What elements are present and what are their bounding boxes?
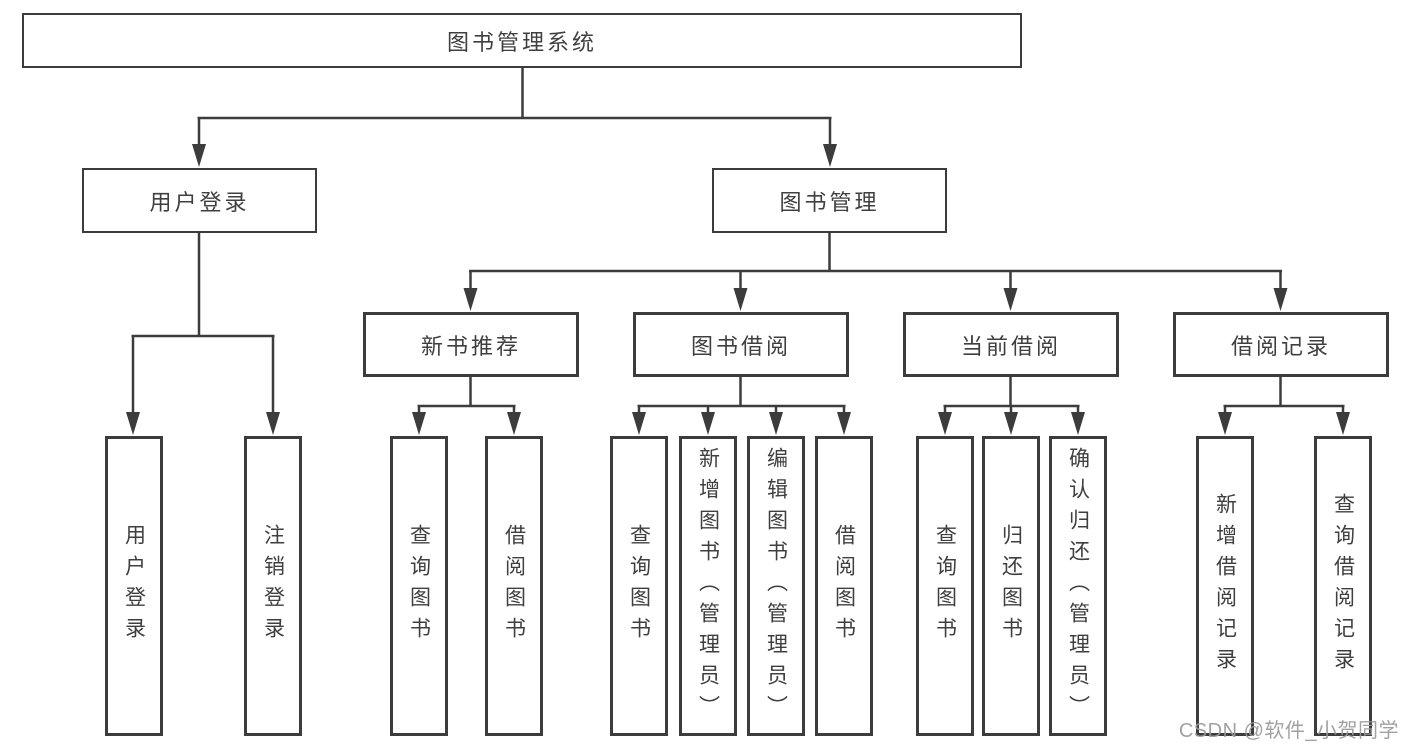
leaf-label: 查询图书 [627, 524, 651, 648]
node-user-login: 用户登录 [82, 168, 317, 233]
leaf-label: 注销登录 [261, 524, 285, 648]
wires-book-management-children [463, 233, 1288, 311]
leaf-return-book: 归还图书 [982, 436, 1040, 736]
node-borrowing-records: 借阅记录 [1173, 312, 1389, 377]
wires-book-borrow-children [632, 377, 851, 435]
node-label: 图书管理 [779, 189, 880, 215]
node-label: 新书推荐 [420, 333, 521, 359]
leaf-query-books-borrowing: 查询图书 [610, 436, 668, 736]
leaf-label: 查询借阅记录 [1331, 493, 1355, 679]
wires-user-login-children [126, 233, 280, 435]
node-label: 图书借阅 [690, 333, 791, 359]
leaf-user-login: 用户登录 [105, 436, 163, 736]
leaf-logout: 注销登录 [244, 436, 302, 736]
leaf-add-book-admin: 新增图书（管理员） [679, 436, 737, 736]
node-label: 当前借阅 [960, 333, 1061, 359]
wires-new-book-children [412, 377, 521, 435]
node-label: 图书管理系统 [446, 29, 597, 55]
leaf-borrow-books-recommend: 借阅图书 [485, 436, 543, 736]
wires-root-to-level2 [192, 68, 837, 167]
leaf-query-books-current: 查询图书 [916, 436, 974, 736]
node-current-borrowing: 当前借阅 [903, 312, 1119, 377]
node-book-management: 图书管理 [712, 168, 947, 233]
node-book-borrowing: 图书借阅 [633, 312, 849, 377]
leaf-label: 查询图书 [933, 524, 957, 648]
leaf-label: 新增借阅记录 [1213, 493, 1237, 679]
leaf-query-books-recommend: 查询图书 [390, 436, 448, 736]
wires-current-borrow-children [938, 377, 1085, 435]
node-label: 用户登录 [149, 189, 250, 215]
leaf-add-borrow-record: 新增借阅记录 [1196, 436, 1254, 736]
leaf-query-borrow-record: 查询借阅记录 [1314, 436, 1372, 736]
node-root: 图书管理系统 [22, 13, 1022, 68]
leaf-borrow-books: 借阅图书 [815, 436, 873, 736]
wires-borrow-record-children [1218, 377, 1350, 435]
leaf-label: 借阅图书 [832, 524, 856, 648]
leaf-label: 确认归还（管理员） [1066, 446, 1090, 726]
leaf-label: 借阅图书 [502, 524, 526, 648]
leaf-label: 查询图书 [407, 524, 431, 648]
leaf-edit-book-admin: 编辑图书（管理员） [747, 436, 805, 736]
leaf-label: 编辑图书（管理员） [764, 446, 788, 726]
leaf-label: 归还图书 [999, 524, 1023, 648]
leaf-label: 用户登录 [122, 524, 146, 648]
node-new-book-recommend: 新书推荐 [363, 312, 579, 377]
csdn-watermark: CSDN @软件_小贺同学 [1178, 720, 1399, 742]
leaf-confirm-return-admin: 确认归还（管理员） [1049, 436, 1107, 736]
node-label: 借阅记录 [1230, 333, 1331, 359]
leaf-label: 新增图书（管理员） [696, 446, 720, 726]
